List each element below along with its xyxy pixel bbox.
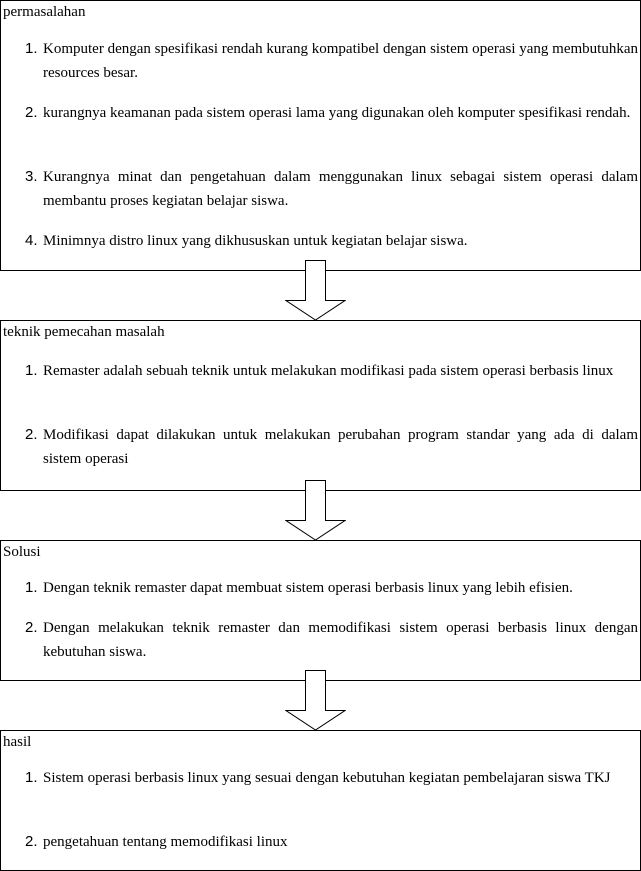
- item-text: pengetahuan tentang memodifikasi linux: [43, 834, 288, 850]
- box-teknik-pemecahan-masalah: teknik pemecahan masalah 1. Remaster ada…: [0, 320, 641, 491]
- box-hasil: hasil 1. Sistem operasi berbasis linux y…: [0, 730, 641, 871]
- box-title: teknik pemecahan masalah: [3, 324, 165, 340]
- item-number: 2.: [25, 833, 38, 850]
- item-text: kurangnya keamanan pada sistem operasi l…: [43, 105, 631, 121]
- flow-arrow-down: [285, 480, 346, 541]
- box-title: Solusi: [3, 544, 41, 560]
- box-title: hasil: [3, 734, 32, 750]
- item-number: 1.: [25, 40, 38, 57]
- box-permasalahan: permasalahan 1. Komputer dengan spesifik…: [0, 0, 641, 271]
- item-text: Modifikasi dapat dilakukan untuk melakuk…: [43, 427, 638, 467]
- item-number: 3.: [25, 168, 38, 185]
- box-solusi: Solusi 1. Dengan teknik remaster dapat m…: [0, 540, 641, 681]
- item-text: Minimnya distro linux yang dikhususkan u…: [43, 233, 468, 249]
- item-text: Kurangnya minat dan pengetahuan dalam me…: [43, 169, 638, 209]
- item-text: Dengan melakukan teknik remaster dan mem…: [43, 620, 638, 660]
- item-number: 1.: [25, 769, 38, 786]
- box-title: permasalahan: [3, 4, 86, 20]
- item-text: Sistem operasi berbasis linux yang sesua…: [43, 770, 611, 786]
- item-number: 2.: [25, 104, 38, 121]
- item-number: 2.: [25, 619, 38, 636]
- item-text: Komputer dengan spesifikasi rendah kuran…: [43, 41, 638, 81]
- item-number: 2.: [25, 426, 38, 443]
- item-number: 1.: [25, 362, 38, 379]
- item-number: 4.: [25, 232, 38, 249]
- flow-arrow-down: [285, 260, 346, 321]
- item-text: Dengan teknik remaster dapat membuat sis…: [43, 580, 573, 596]
- flow-arrow-down: [285, 670, 346, 731]
- item-number: 1.: [25, 579, 38, 596]
- item-text: Remaster adalah sebuah teknik untuk mela…: [43, 363, 614, 379]
